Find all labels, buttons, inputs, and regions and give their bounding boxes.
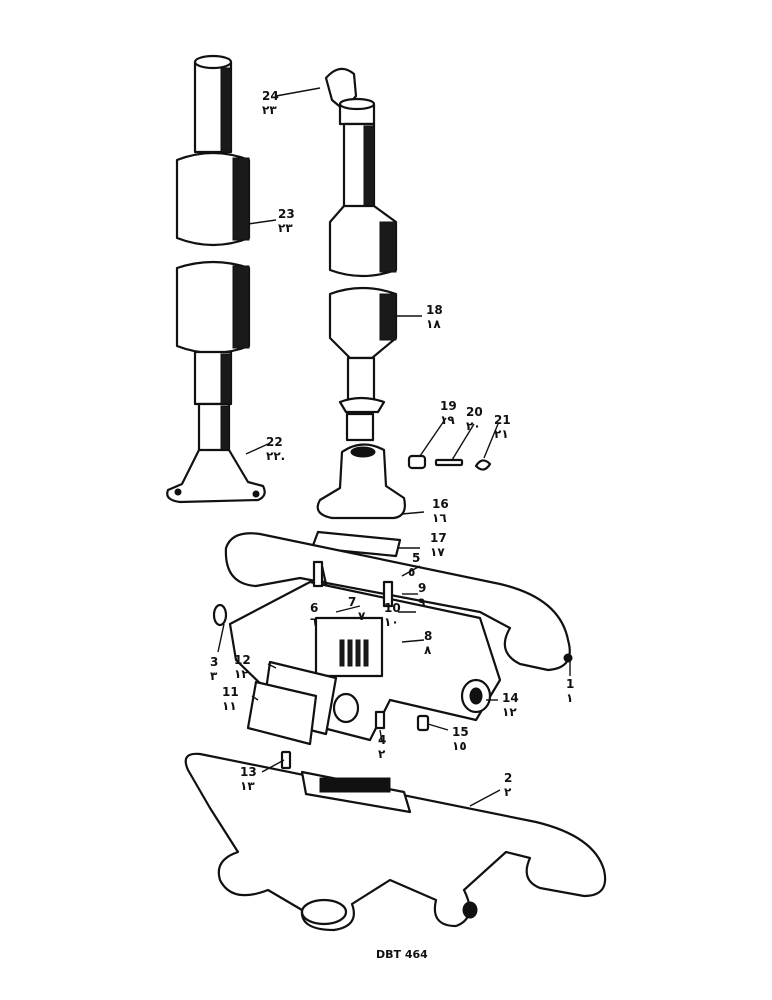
callout-17: 17 ١٧ [430,531,447,559]
core-plug-part-3 [212,603,228,627]
callout-16-number: 16 [432,497,449,511]
callout-24-number: 24 [262,89,279,103]
callout-23: 23 ٢٣ [278,207,295,235]
exhaust-manifold-part-2 [184,752,607,932]
callout-4-alt: ٢ [378,747,386,761]
stud-part-13 [280,750,292,770]
callout-8-alt: ٨ [424,643,432,657]
callout-17-alt: ١٧ [430,545,445,559]
callout-15-alt: ١٥ [452,739,467,753]
callout-7-alt: ٧ [358,609,366,623]
callout-1-alt: ١ [566,691,573,705]
exhaust-pipe-silencer-part-23 [166,54,266,504]
callout-24-alt: ٢٣ [262,103,277,117]
callout-6: 6 ٦ [310,601,318,629]
callout-5-alt: ٥ [408,565,415,579]
callout-2-alt: ٢ [504,785,512,799]
bolt-part-20 [434,458,464,467]
callout-6-alt: ٦ [310,615,317,629]
callout-18-number: 18 [426,303,443,317]
callout-4: 4 ٢ [378,733,386,761]
callout-20: 20 ٢٠ [466,405,483,433]
heater-fins-part-8 [339,639,369,667]
spacer-part-19 [407,454,427,470]
callout-12-alt: ١٢ [234,667,249,681]
callout-23-alt: ٢٣ [278,221,293,235]
callout-20-number: 20 [466,405,483,419]
callout-18-alt: ١٨ [426,317,441,331]
callout-13-alt: ١٣ [240,779,255,793]
exhaust-pipe-silencer-part-18 [316,67,406,520]
callout-15-number: 15 [452,725,469,739]
callout-13: 13 ١٣ [240,765,257,793]
callout-18: 18 ١٨ [426,303,443,331]
callout-2-number: 2 [504,771,512,785]
callout-8: 8 ٨ [424,629,432,657]
callout-15: 15 ١٥ [452,725,469,753]
callout-19-alt: ١٩ [440,413,455,427]
callout-14-number: 14 [502,691,519,705]
callout-4-number: 4 [378,733,386,747]
callout-9-number: 9 [418,581,426,595]
callout-16-alt: ١٦ [432,511,447,525]
figure-reference: DBT 464 [376,948,428,961]
callout-5-number: 5 [412,551,420,565]
callout-7-number: 7 [348,595,356,609]
callout-22-number: 22 [266,435,283,449]
stud-part-4 [374,710,386,730]
cover-plate-part-11 [246,680,318,746]
callout-14-alt: ١٢ [502,705,517,719]
callout-24: 24 ٢٣ [262,89,279,117]
callout-1: 1 ١ [566,677,574,705]
callout-1-number: 1 [566,677,574,691]
callout-19-number: 19 [440,399,457,413]
callout-11-number: 11 [222,685,239,699]
callout-11-alt: ١١ [222,699,237,713]
leader-lines [217,87,571,807]
callout-21-alt: ٢١ [494,427,509,441]
callout-14: 14 ١٢ [502,691,519,719]
callout-22-alt: ٢٢. [266,449,285,463]
callout-23-number: 23 [278,207,295,221]
callout-12-number: 12 [234,653,251,667]
callout-6-number: 6 [310,601,318,615]
callout-3-alt: ٣ [210,669,218,683]
callout-13-number: 13 [240,765,257,779]
callout-19: 19 ١٩ [440,399,457,427]
callout-2: 2 ٢ [504,771,512,799]
callout-7: 7 ٧ [348,595,366,623]
callout-3-number: 3 [210,655,218,669]
callout-9: 9 ٩ [418,581,426,609]
callout-9-alt: ٩ [418,595,426,609]
nut-part-21 [474,459,492,471]
callout-17-number: 17 [430,531,447,545]
callout-21: 21 ٢١ [494,413,511,441]
callout-8-number: 8 [424,629,432,643]
callout-10-alt: ١٠ [384,615,399,629]
bolt-part-15 [416,714,430,732]
callout-12: 12 ١٢ [234,653,251,681]
callout-11: 11 ١١ [222,685,239,713]
callout-16: 16 ١٦ [432,497,449,525]
callout-5: 5 ٥ [408,551,420,579]
callout-10-number: 10 [384,601,401,615]
exhaust-manifold-part-1 [224,532,573,672]
callout-3: 3 ٣ [210,655,218,683]
callout-21-number: 21 [494,413,511,427]
callout-22: 22 ٢٢. [266,435,285,463]
callout-10: 10 ١٠ [384,601,401,629]
callout-20-alt: ٢٠ [466,419,481,433]
